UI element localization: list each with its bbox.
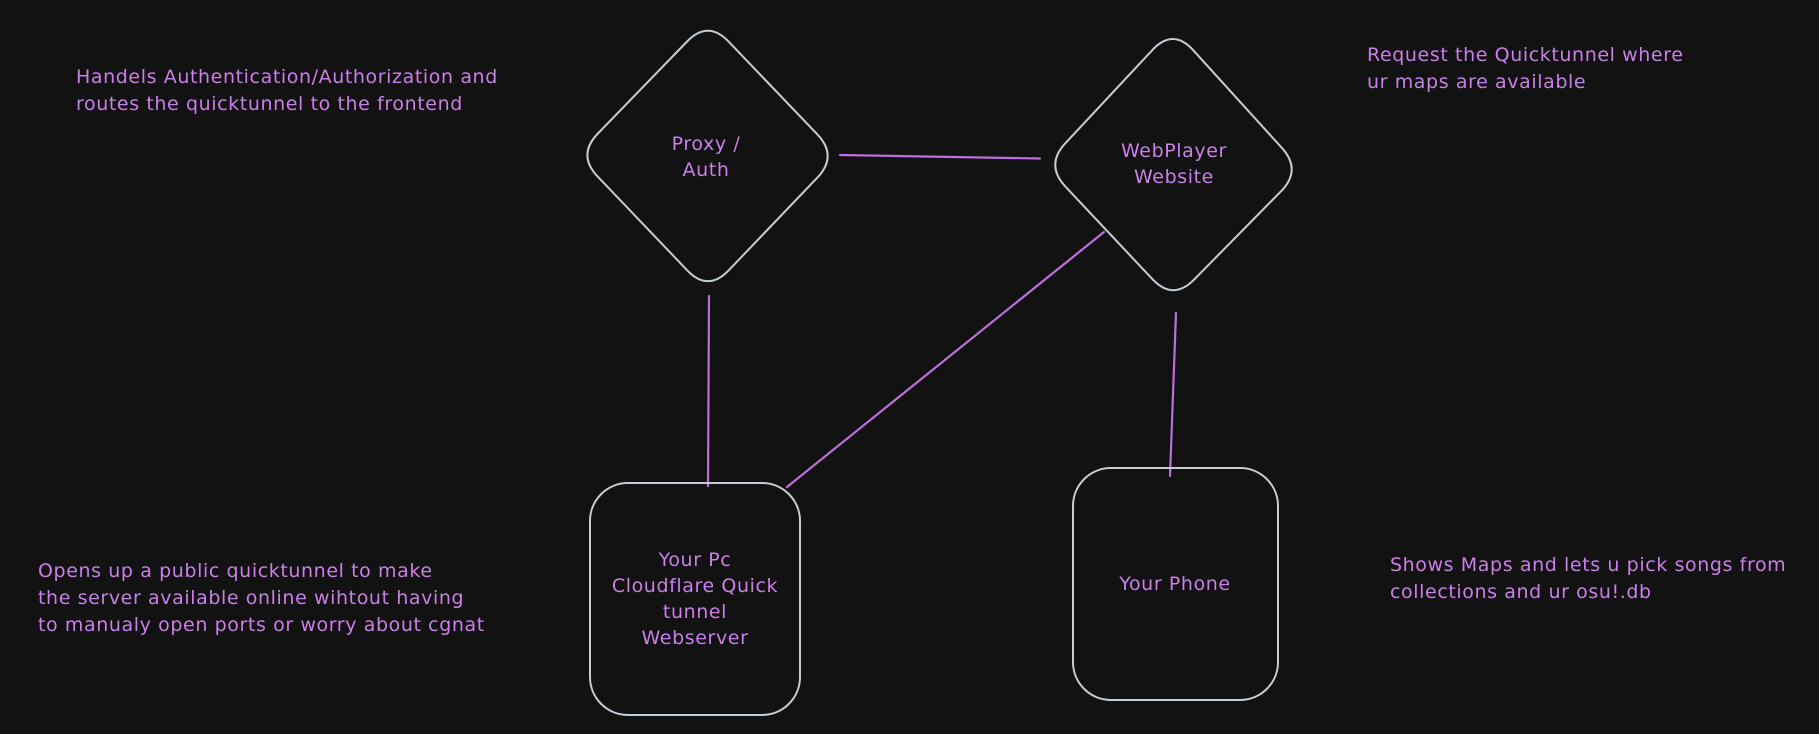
proxy-auth-diamond[interactable] bbox=[586, 29, 829, 283]
your-pc-box[interactable] bbox=[589, 482, 801, 716]
edge-proxy-to-webplayer[interactable] bbox=[838, 153, 1042, 160]
webplayer-website-diamond[interactable] bbox=[1054, 38, 1293, 292]
proxy-auth-label[interactable]: Proxy / Auth bbox=[671, 133, 741, 181]
webplayer-website-label[interactable]: WebPlayer Website bbox=[1121, 140, 1227, 188]
annotation-bottom-left[interactable]: Opens up a public quicktunnel to make th… bbox=[38, 560, 485, 636]
your-phone-label[interactable]: Your Phone bbox=[1119, 573, 1231, 595]
your-phone-box[interactable] bbox=[1072, 467, 1279, 701]
annotation-bottom-right[interactable]: Shows Maps and lets u pick songs from co… bbox=[1390, 554, 1787, 603]
annotation-top-left[interactable]: Handels Authentication/Authorization and… bbox=[76, 66, 498, 115]
edge-webplayer-to-your-phone[interactable] bbox=[1168, 311, 1178, 478]
edge-proxy-to-your-pc[interactable] bbox=[706, 294, 711, 488]
your-pc-label[interactable]: Your Pc Cloudflare Quick tunnel Webserve… bbox=[611, 549, 779, 649]
annotation-top-right[interactable]: Request the Quicktunnel where ur maps ar… bbox=[1367, 44, 1684, 93]
edge-webplayer-to-your-pc[interactable] bbox=[785, 230, 1106, 489]
